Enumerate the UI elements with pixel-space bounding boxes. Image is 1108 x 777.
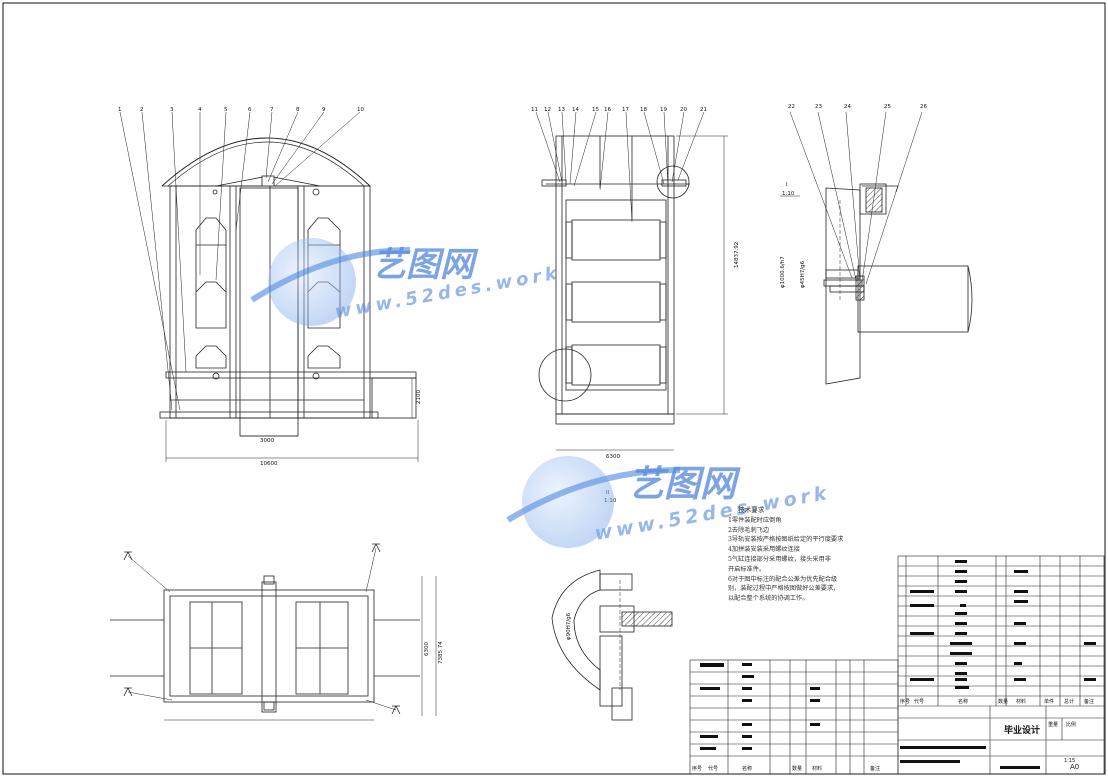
title-block-main: 毕业设计 (1004, 724, 1040, 736)
detail-leader-26: 26 (920, 104, 927, 110)
note-line-1: 1零件装配时应倒角 (728, 516, 782, 524)
note-line-3: 3导轨安装按严格按图纸给定的平行度要求 (728, 536, 844, 544)
note-line-9: 以配合整个系统的协调工作。 (728, 595, 809, 603)
watermark-globe-icon-2 (522, 456, 614, 548)
parts-list-right (897, 555, 1105, 775)
side-dim-height: 14837.92 (734, 242, 740, 268)
left-hdr-material: 材料 (812, 765, 822, 772)
front-leader-3: 3 (170, 107, 174, 113)
front-dim-inner: 3000 (260, 438, 274, 444)
detail-leader-23: 23 (815, 104, 822, 110)
watermark-1: 艺图网 www.52des.work (250, 238, 562, 326)
note-line-4: 4加拼装安装采用螺纹连接 (728, 546, 800, 554)
front-leader-10: 10 (357, 107, 364, 113)
right-hdr-seq: 序号 (900, 698, 910, 705)
side-leader-11: 11 (531, 107, 538, 113)
side-leader-14: 14 (572, 107, 579, 113)
left-hdr-seq: 序号 (692, 765, 702, 772)
title-weight-label: 重量 (1048, 721, 1058, 728)
side-leader-15: 15 (592, 107, 599, 113)
plan-dim-depth: 7385.74 (438, 641, 444, 664)
front-leader-4: 4 (198, 107, 202, 113)
front-leader-9: 9 (322, 107, 326, 113)
front-leader-6: 6 (248, 107, 252, 113)
detail2-dim: φ90H7/g6 (566, 612, 572, 640)
notes-title: 技术要求 (738, 506, 765, 514)
right-hdr-code: 代号 (914, 698, 924, 705)
left-hdr-note: 备注 (870, 765, 880, 772)
note-line-6: 开启标准件。 (728, 565, 766, 573)
side-leader-20: 20 (680, 107, 687, 113)
detail-view-2 (551, 569, 673, 721)
front-dim-height: 2100 (416, 390, 422, 404)
note-line-5: 5气缸连接部分采用螺纹，接头采用非 (728, 555, 831, 563)
front-view (119, 111, 419, 462)
side-dim-width: 6300 (606, 454, 620, 460)
technical-requirements: 技术要求 1零件装配时应倒角 2去除毛刺飞边 3导轨安装按严格按图纸给定的平行度… (728, 506, 888, 604)
detail-dim-d1: φ1000.6/h7 (780, 256, 786, 288)
right-hdr-note: 备注 (1084, 698, 1094, 705)
detail-leader-25: 25 (884, 104, 891, 110)
front-leader-8: 8 (296, 107, 300, 113)
watermark-brand-2: 艺图网 (628, 464, 741, 505)
side-leader-21: 21 (700, 107, 707, 113)
plan-dim-width: 6300 (424, 642, 430, 656)
side-leader-17: 17 (622, 107, 629, 113)
front-leader-1: 1 (118, 107, 122, 113)
note-line-8: 别，装配过程中严格按图做好公差要求， (728, 585, 840, 593)
right-hdr-total: 总计 (1064, 698, 1074, 705)
plan-view (110, 543, 437, 721)
parts-list-left (689, 659, 899, 775)
front-leader-7: 7 (270, 107, 274, 113)
front-dim-overall: 10600 (260, 461, 278, 467)
title-scale-label: 比例 (1066, 721, 1076, 728)
detail-view-1 (780, 111, 973, 385)
right-hdr-material: 材料 (1016, 698, 1026, 705)
front-leader-5: 5 (224, 107, 228, 113)
side-view (535, 111, 728, 451)
side-leader-12: 12 (544, 107, 551, 113)
note-line-7: 6对于图中标注的配合公差为优先配合级 (728, 575, 838, 583)
right-hdr-qty: 数量 (998, 698, 1008, 705)
title-block-sheet: A0 (1070, 763, 1079, 771)
side-leader-13: 13 (558, 107, 565, 113)
detail-leader-22: 22 (788, 104, 795, 110)
watermark-brand-1: 艺图网 (372, 245, 479, 285)
detail-leader-24: 24 (844, 104, 851, 110)
detail-view-label: I (786, 182, 788, 188)
title-scale-value: 1:15 (1064, 758, 1075, 764)
detail-view-scale: 1:10 (782, 191, 795, 197)
right-hdr-unit: 单件 (1044, 698, 1054, 705)
left-hdr-name: 名称 (742, 765, 752, 772)
side-leader-18: 18 (640, 107, 647, 113)
side-leader-19: 19 (660, 107, 667, 113)
note-line-2: 2去除毛刺飞边 (728, 526, 770, 534)
right-hdr-name: 名称 (958, 698, 968, 705)
front-leader-2: 2 (140, 107, 144, 113)
detail-dim-d2: φ45H7/g6 (800, 260, 806, 288)
side-leader-16: 16 (604, 107, 611, 113)
left-hdr-qty: 数量 (792, 765, 802, 772)
left-hdr-code: 代号 (708, 765, 718, 772)
